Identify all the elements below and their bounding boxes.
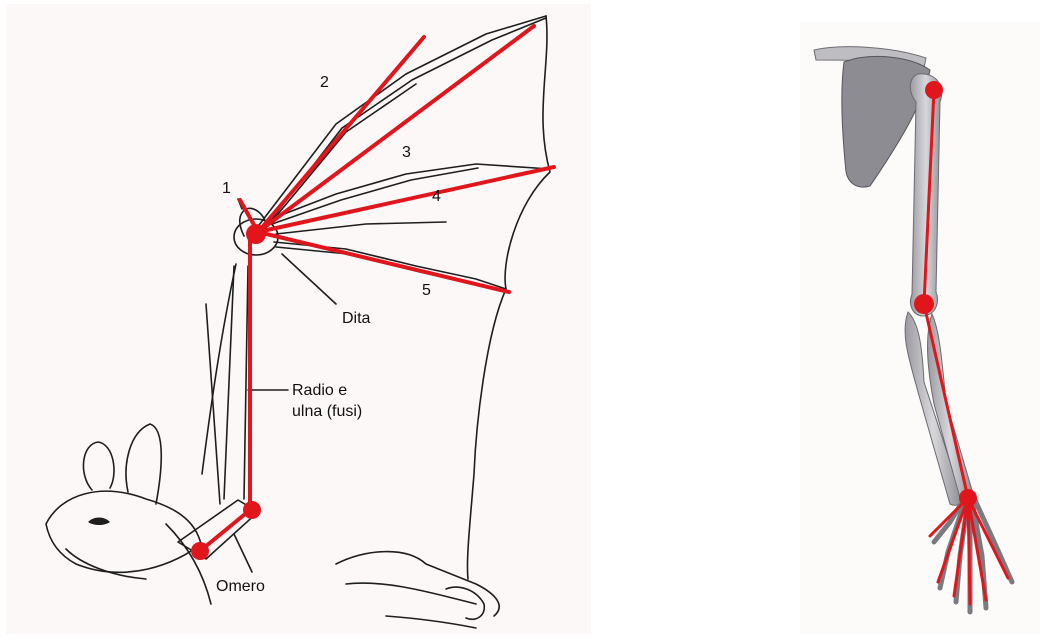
radio-ulna-label-line-1: Radio e — [292, 380, 412, 401]
wing-membrane-edge — [467, 16, 550, 579]
human-arm-skeleton — [800, 22, 1040, 634]
omero-label: Omero — [216, 578, 265, 596]
finger-label-1: 1 — [222, 180, 231, 198]
finger-label-2: 2 — [320, 74, 329, 92]
hand-bones — [934, 496, 1012, 612]
radio-ulna-label-line-2: ulna (fusi) — [292, 401, 412, 422]
dita-label: Dita — [342, 310, 370, 328]
finger-label-3: 3 — [402, 144, 411, 162]
human-arm-diagram — [800, 22, 1040, 634]
bat-wing-drawing — [6, 4, 591, 634]
finger-label-4: 4 — [432, 188, 441, 206]
bat-wing-diagram: 1 2 3 4 5 Dita Radio e ulna (fusi) Omero — [6, 4, 591, 634]
finger-label-5: 5 — [422, 282, 431, 300]
wing-membrane-inner-edge — [202, 264, 236, 474]
radio-ulna-label: Radio e ulna (fusi) — [292, 380, 412, 422]
bat-head-outline — [46, 491, 201, 572]
